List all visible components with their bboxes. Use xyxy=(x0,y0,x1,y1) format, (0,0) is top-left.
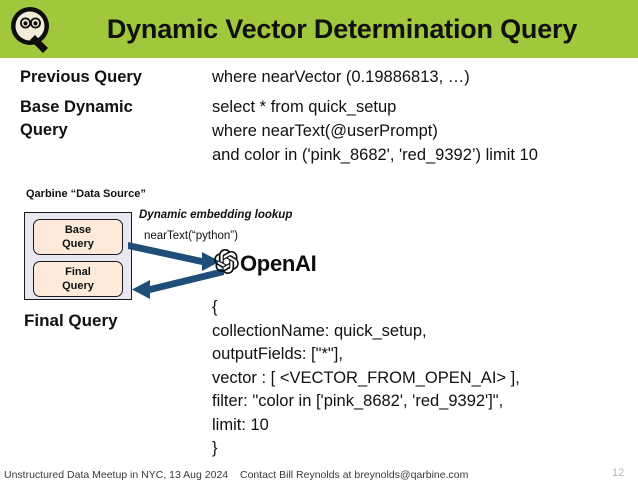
previous-query-value: where nearVector (0.19886813, …) xyxy=(212,68,470,86)
json-line: vector : [ <VECTOR_FROM_OPEN_AI> ], xyxy=(212,368,520,387)
json-line: { xyxy=(212,298,218,316)
footer-event-info: Unstructured Data Meetup in NYC, 13 Aug … xyxy=(4,469,229,481)
final-query-label: Final Query xyxy=(24,311,118,330)
base-query-box: Base Query xyxy=(33,219,123,255)
base-query-box-line2: Query xyxy=(62,238,94,250)
json-line: filter: "color in ['pink_8682', 'red_939… xyxy=(212,392,504,410)
json-line: outputFields: ["*"], xyxy=(212,345,343,363)
final-query-box-line2: Query xyxy=(62,280,94,292)
base-dynamic-query-line1: select * from quick_setup xyxy=(212,98,397,116)
json-line: collectionName: quick_setup, xyxy=(212,321,427,340)
final-query-box: Final Query xyxy=(33,261,123,297)
dynamic-embedding-lookup-note: Dynamic embedding lookup xyxy=(139,209,293,221)
json-line: limit: 10 xyxy=(212,415,269,434)
json-line: } xyxy=(212,439,218,457)
final-query-box-line1: Final xyxy=(65,266,91,278)
data-source-caption: Qarbine “Data Source” xyxy=(26,188,146,200)
openai-label: OpenAI xyxy=(240,251,317,276)
header-band xyxy=(0,0,638,58)
openai-brand: OpenAI xyxy=(214,248,317,279)
openai-logo-icon xyxy=(214,248,239,279)
base-dynamic-query-line2: where nearText(@userPrompt) xyxy=(212,122,438,140)
qarbine-q-logo-icon xyxy=(5,3,57,55)
near-text-python-note: nearText(“python”) xyxy=(144,230,238,242)
base-dynamic-query-line3: and color in ('pink_8682', 'red_9392’) l… xyxy=(212,146,538,164)
final-query-json: { collectionName: quick_setup, outputFie… xyxy=(212,296,520,461)
base-dynamic-query-label-line1: Base Dynamic xyxy=(20,98,133,116)
slide-number: 12 xyxy=(612,467,625,479)
page-title: Dynamic Vector Determination Query xyxy=(106,14,578,44)
footer-contact-info: Contact Bill Reynolds at breynolds@qarbi… xyxy=(240,469,469,481)
base-query-box-line1: Base xyxy=(64,224,92,236)
base-dynamic-query-label-line2: Query xyxy=(20,121,68,139)
previous-query-label: Previous Query xyxy=(20,68,142,86)
bidirectional-arrows xyxy=(128,242,224,300)
